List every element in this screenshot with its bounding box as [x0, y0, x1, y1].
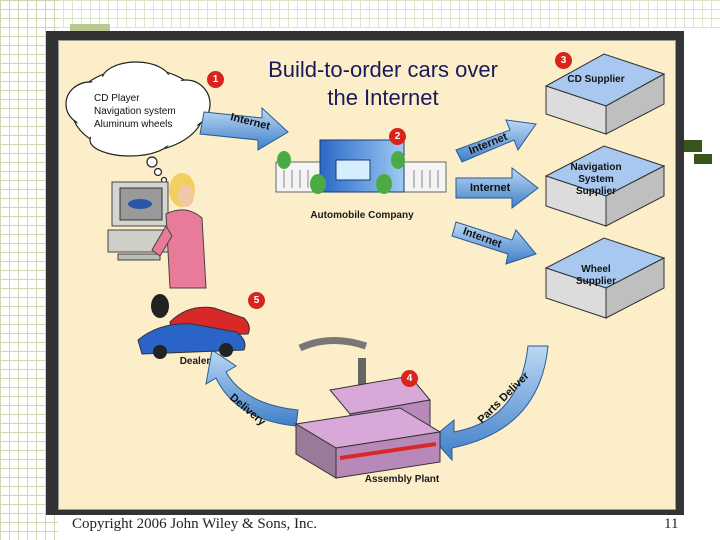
step-badge-4: 4: [401, 370, 418, 387]
page-number: 11: [664, 516, 679, 532]
step-badge-3: 3: [555, 52, 572, 69]
navigation-supplier-building: [544, 145, 666, 227]
assembly-plant-building: [294, 336, 442, 479]
copyright-text: Copyright 2006 John Wiley & Sons, Inc.: [72, 516, 317, 532]
dealer-cars: [137, 294, 250, 359]
assembly-plant-label: Assembly Plant: [364, 474, 440, 485]
wheel-supplier-building: [544, 237, 666, 319]
arrow-label-internet: Internet: [470, 182, 511, 194]
supplier-label-wheel: Wheel Supplier: [575, 264, 616, 287]
background-grid-top: [0, 0, 720, 28]
thought-bubble-text: CD Player Navigation system Aluminum whe…: [94, 93, 176, 130]
step-badge-1: 1: [207, 71, 224, 88]
automobile-company-building: [275, 139, 447, 194]
step-badge-5: 5: [248, 292, 265, 309]
automobile-company-label: Automobile Company: [310, 210, 414, 221]
supplier-label-cd: CD Supplier: [567, 74, 625, 85]
cd-supplier-building: [544, 53, 666, 135]
decor-bar: [678, 140, 702, 152]
person-icon: [151, 173, 207, 289]
diagram-title: Build-to-order cars over the Internet: [268, 57, 498, 110]
supplier-label-navigation: Navigation System Supplier: [570, 162, 622, 197]
dealer-label: Dealer: [179, 356, 211, 367]
decor-bar: [694, 154, 712, 164]
step-badge-2: 2: [389, 128, 406, 145]
